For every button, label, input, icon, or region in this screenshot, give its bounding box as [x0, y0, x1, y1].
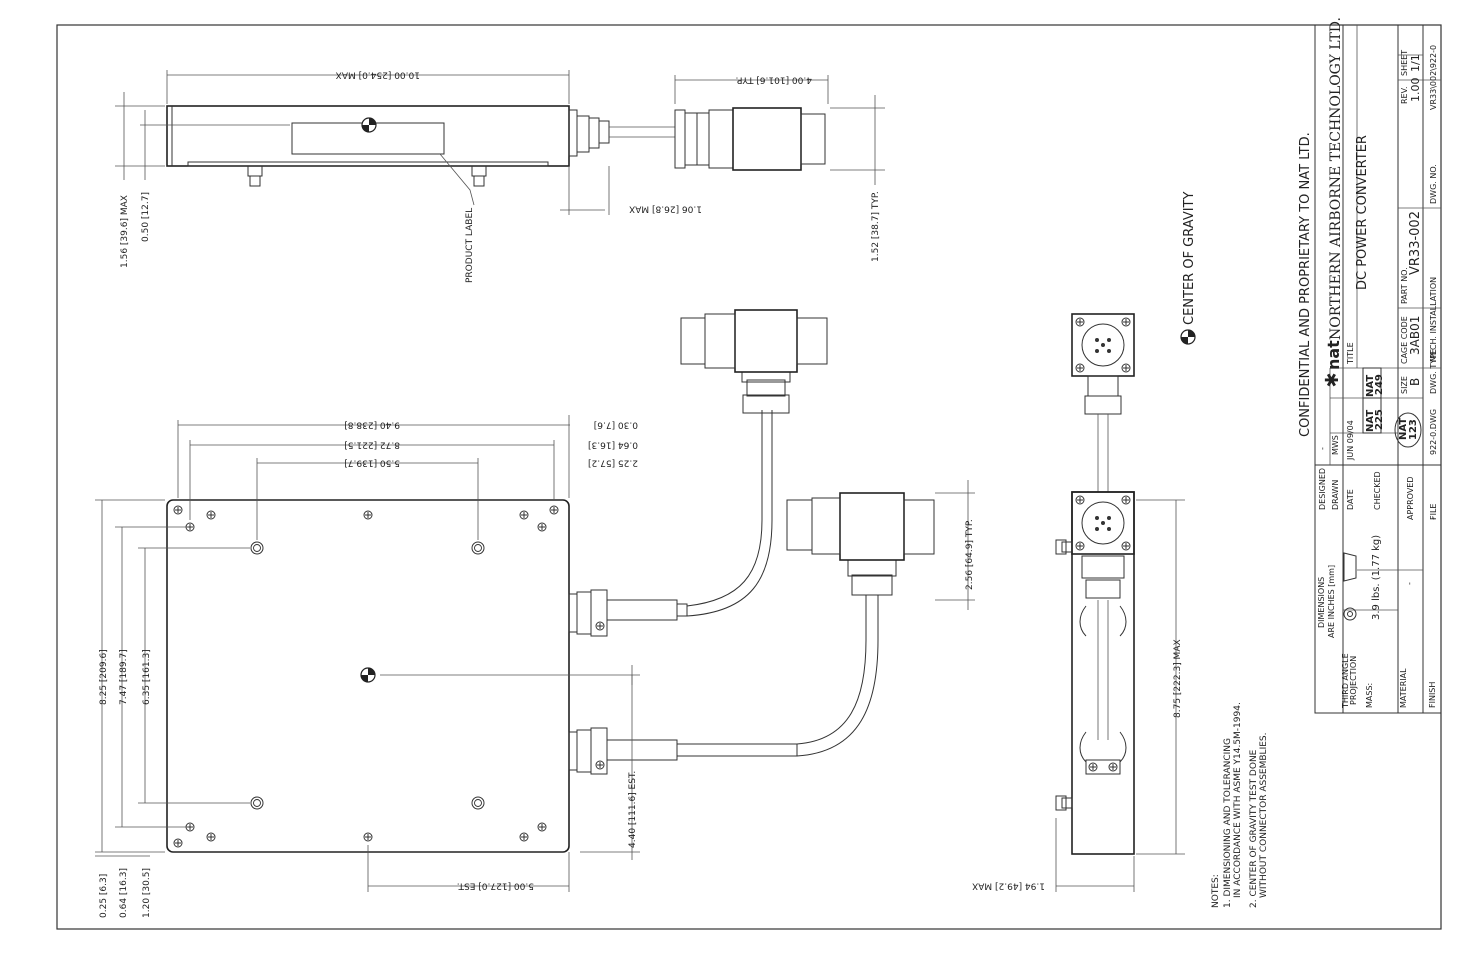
stamp-1-number: 225: [1374, 409, 1385, 430]
stamp-1-top: NAT: [1365, 410, 1376, 432]
projection-cone-icon: [1343, 552, 1357, 582]
notes-line-1: 1. DIMENSIONING AND TOLERANCING: [1223, 738, 1233, 908]
approved-label: APPROVED: [1406, 476, 1415, 520]
dim-0-50: 0.50 [12.7]: [141, 192, 151, 242]
dim-1-52: 1.52 [38.7] TYP.: [871, 191, 881, 262]
dim-units-line-1: DIMENSIONS: [1317, 577, 1326, 628]
cog-legend-text: CENTER OF GRAVITY: [1182, 192, 1197, 325]
dim-1-56: 1.56 [39.6] MAX: [120, 195, 130, 268]
dim-7-47: 7.47 [189.7]: [119, 649, 129, 705]
dim-1-20: 1.20 [30.5]: [142, 868, 152, 918]
dim-5-00: 5.00 [127.0] EST.: [457, 881, 534, 891]
dim-0-64-b: 0.64 [16.3]: [119, 868, 129, 918]
finish-label: FINISH: [1428, 682, 1437, 708]
part-no-value: VR33-002: [1408, 211, 1423, 275]
confidential-text: CONFIDENTIAL AND PROPRIETARY TO NAT LTD.: [1298, 132, 1313, 437]
dim-10-00: 10.00 [254.0] MAX: [336, 70, 420, 80]
dim-units-line-2: ARE INCHES [mm]: [1327, 565, 1336, 638]
rev-label: REV.: [1400, 86, 1409, 104]
nat-logo: ✱ nat: [1322, 340, 1343, 388]
material-value: -: [1405, 582, 1414, 585]
stamp-3-top: NAT: [1398, 418, 1409, 440]
drawn-value: MWS: [1331, 435, 1340, 455]
part-no-label: PART NO.: [1400, 267, 1409, 304]
dim-1-94: 1.94 [49.2] MAX: [972, 881, 1045, 891]
dim-8-75: 8.75 [222.3] MAX: [1173, 639, 1183, 718]
sheet-value: 1/1: [1409, 54, 1422, 72]
dim-0-30: 0.30 [7.6]: [594, 420, 638, 430]
cog-symbol-front-icon: [360, 667, 376, 683]
dim-8-25: 8.25 [209.6]: [99, 649, 109, 705]
title-label: TITLE: [1346, 342, 1355, 365]
drawn-label: DRAWN: [1331, 480, 1340, 510]
projection-circle-icon: [1343, 607, 1357, 621]
dim-0-25: 0.25 [6.3]: [99, 874, 109, 918]
projection-line-2: PROJECTION: [1349, 656, 1358, 705]
side-view: 8.75 [222.3] MAX 1.94 [49.2] MAX: [972, 313, 1185, 892]
mass-value: 3.9 lbs. (1.77 kg): [1371, 535, 1382, 620]
notes-heading: NOTES:: [1211, 874, 1221, 908]
stamp-2-number: 249: [1374, 374, 1385, 395]
dim-8-72: 8.72 [221.5]: [344, 440, 400, 450]
date-label: DATE: [1346, 489, 1355, 510]
dim-4-00: 4.00 [101.6] TYP.: [736, 75, 812, 85]
size-label: SIZE: [1400, 376, 1409, 394]
material-label: MATERIAL: [1399, 668, 1408, 708]
dim-5-50: 5.50 [139.7]: [344, 458, 400, 468]
notes: NOTES: 1. DIMENSIONING AND TOLERANCING I…: [1211, 702, 1269, 908]
dim-0-64-a: 0.64 [16.3]: [588, 440, 638, 450]
dwg-no-label: DWG. NO.: [1429, 164, 1438, 204]
dim-9-40: 9.40 [238.8]: [344, 420, 400, 430]
checked-label: CHECKED: [1373, 471, 1382, 510]
dim-2-25: 2.25 [57.2]: [588, 458, 638, 468]
notes-line-4: WITHOUT CONNECTOR ASSEMBLIES.: [1259, 733, 1269, 899]
file-label: FILE: [1429, 504, 1438, 520]
designed-label: DESIGNED: [1318, 468, 1327, 510]
sheet-label: SHEET: [1400, 50, 1409, 76]
projection-line-1: THIRD ANGLE: [1341, 653, 1350, 709]
front-view: 9.40 [238.8] 8.72 [221.5] 5.50 [139.7] 0…: [95, 309, 975, 918]
mass-label: MASS:: [1365, 683, 1374, 708]
notes-line-2: IN ACCORDANCE WITH ASME Y14.5M-1994.: [1233, 702, 1243, 898]
date-value: JUN 09/04: [1346, 420, 1355, 461]
cog-symbol-icon: [361, 117, 377, 133]
company-name: NORTHERN AIRBORNE TECHNOLOGY LTD.: [1328, 17, 1344, 340]
cage-code-label: CAGE CODE: [1400, 316, 1409, 364]
dim-2-56: 2.56 [64.9] TYP.: [965, 519, 975, 590]
checked-stamp-2: [1362, 367, 1382, 399]
asterisk-icon: ✱: [1322, 372, 1343, 387]
product-label-text: PRODUCT LABEL: [465, 208, 475, 283]
dwg-type-value: MECH. INSTALLATION: [1429, 277, 1438, 362]
dwg-no-value: VR33\002\922-0: [1429, 45, 1438, 110]
finish-value: -: [1429, 517, 1438, 520]
notes-line-3: 2. CENTER OF GRAVITY TEST DONE: [1249, 749, 1259, 908]
dim-6-35: 6.35 [161.3]: [142, 649, 152, 705]
top-view: PRODUCT LABEL 10.00 [254.0] MAX 4.00 [10…: [115, 70, 885, 283]
size-value: B: [1408, 378, 1422, 386]
title-block: DIMENSIONS ARE INCHES [mm] THIRD ANGLE P…: [1314, 17, 1442, 714]
stamp-2-top: NAT: [1365, 375, 1376, 397]
cage-code-value: 3AB01: [1408, 316, 1422, 355]
drawing-title: DC POWER CONVERTER: [1355, 135, 1370, 290]
stamp-3-number: 123: [1408, 419, 1419, 440]
logo-text: nat: [1324, 340, 1343, 370]
cog-legend-icon: [1180, 329, 1196, 345]
dwg-type-label: DWG. TYPE: [1429, 349, 1438, 394]
designed-value: -: [1318, 447, 1327, 450]
dim-4-40: 4.40 [111.6] EST.: [628, 771, 638, 848]
approved-stamp: [1394, 412, 1422, 448]
dim-1-06: 1.06 [26.8] MAX: [629, 204, 702, 214]
rev-value: 1.00: [1409, 78, 1422, 103]
file-value: 922-0.DWG: [1429, 409, 1438, 455]
